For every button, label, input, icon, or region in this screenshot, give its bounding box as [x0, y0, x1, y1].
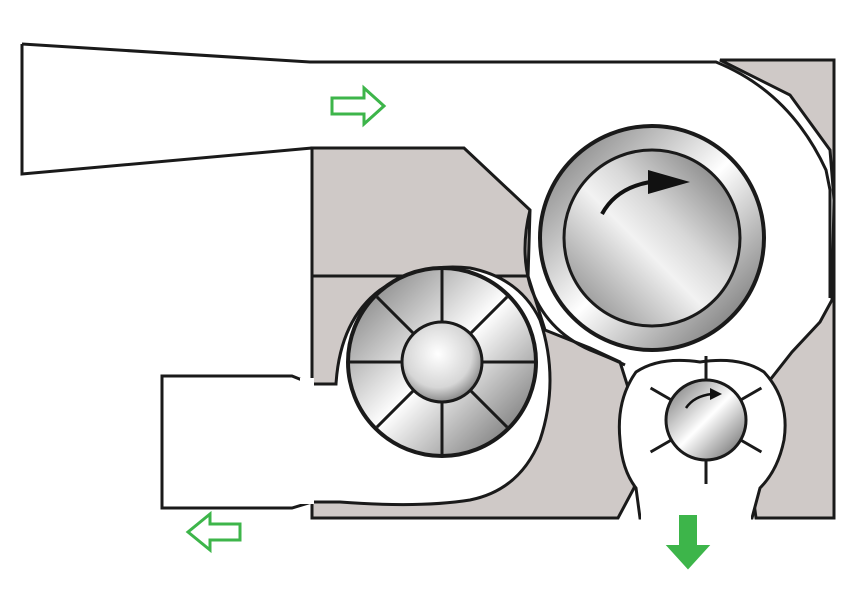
main-rotor-rotation-icon — [600, 180, 651, 215]
small-rotor-blades — [649, 356, 763, 484]
inlet-arrow-icon — [330, 84, 387, 128]
spoked-drum — [346, 266, 538, 458]
housing-left-block — [310, 146, 532, 280]
drum-spoke — [469, 295, 509, 335]
outlet-gap — [300, 378, 314, 504]
inlet-duct-lower — [20, 44, 313, 176]
drum-spoke — [375, 295, 415, 335]
drum-spoke — [469, 389, 509, 429]
small-rotor-blade — [739, 438, 763, 454]
small-rotor-rotation-icon — [684, 392, 713, 409]
inlet-duct — [21, 42, 832, 298]
small-rotor-arrowhead-icon — [710, 388, 722, 400]
discharge-arrow-icon — [665, 515, 711, 570]
main-rotor-arrowhead-icon — [648, 170, 690, 194]
small-rotor-blade — [649, 438, 673, 454]
small-rotor-blade — [739, 386, 763, 402]
outlet-arrow-icon — [185, 510, 242, 554]
drum-spokes — [350, 270, 534, 454]
rotor-clearance-channel — [523, 209, 626, 367]
drum-spoke — [375, 389, 415, 429]
main-rotor — [538, 124, 766, 352]
small-rotor — [649, 356, 763, 484]
small-rotor-blade — [649, 386, 673, 402]
